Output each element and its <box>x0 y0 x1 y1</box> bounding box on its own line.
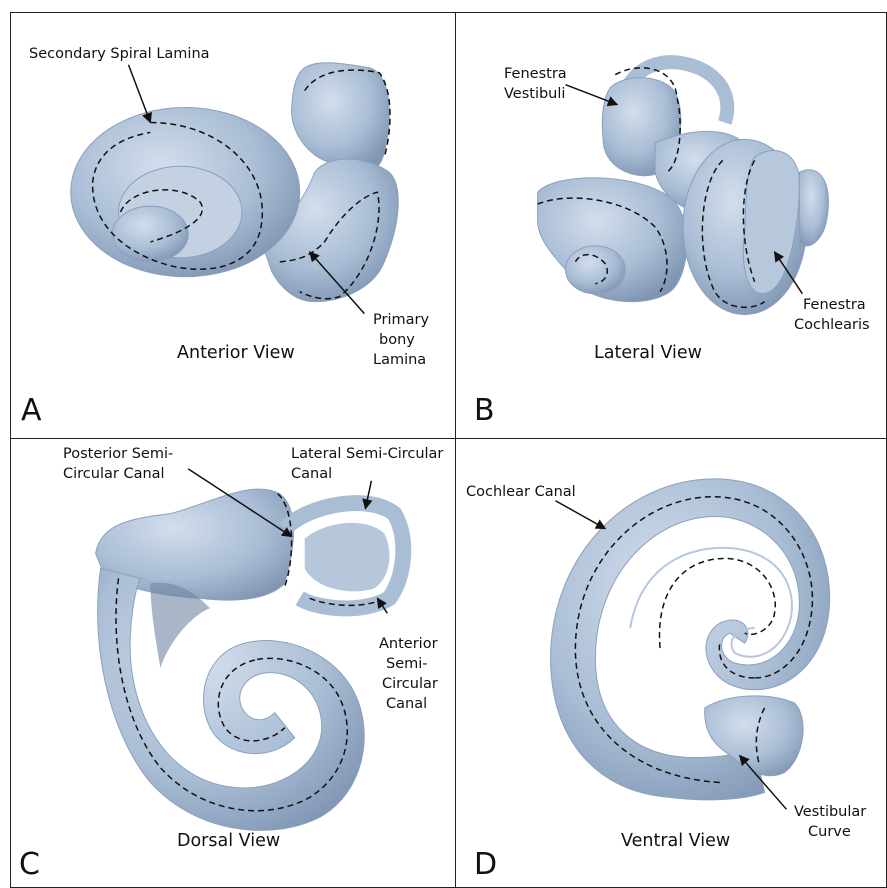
panel-a-anterior: Secondary Spiral Lamina Primary bony Lam… <box>10 12 457 440</box>
label-anterior-canal-1: Anterior <box>379 635 438 653</box>
label-anterior-canal-3: Circular <box>382 675 438 693</box>
anterior-view-illustration <box>11 13 456 439</box>
label-anterior-canal-4: Canal <box>386 695 427 713</box>
panel-c-dorsal: Posterior Semi- Circular Canal Lateral S… <box>10 438 457 888</box>
label-cochlear-canal: Cochlear Canal <box>466 483 576 501</box>
view-title-ventral: Ventral View <box>621 831 730 851</box>
label-secondary-spiral-lamina: Secondary Spiral Lamina <box>29 45 210 63</box>
label-lateral-canal-2: Canal <box>291 465 332 483</box>
panel-letter-c: C <box>19 847 40 882</box>
cochlea-apex-shape <box>565 246 625 294</box>
label-posterior-canal-1: Posterior Semi- <box>63 445 173 463</box>
label-fenestra-cochlearis-1: Fenestra <box>803 296 866 314</box>
view-title-anterior: Anterior View <box>177 343 295 363</box>
arrow-cochlear-canal <box>556 501 606 529</box>
view-title-lateral: Lateral View <box>594 343 702 363</box>
cochlea-apex <box>113 206 189 262</box>
label-fenestra-vestibuli-1: Fenestra <box>504 65 567 83</box>
label-fenestra-vestibuli-2: Vestibuli <box>504 85 565 103</box>
label-primary-bony-lamina-3: Lamina <box>373 351 426 369</box>
panel-letter-b: B <box>474 393 495 428</box>
label-vestibular-curve-1: Vestibular <box>794 803 866 821</box>
vestibule-shape <box>292 63 390 172</box>
label-primary-bony-lamina-2: bony <box>379 331 415 349</box>
panel-d-ventral: Cochlear Canal Vestibular Curve Ventral … <box>455 438 887 888</box>
label-primary-bony-lamina-1: Primary <box>373 311 429 329</box>
canal-interior-shape <box>305 523 390 591</box>
label-lateral-canal-1: Lateral Semi-Circular <box>291 445 443 463</box>
panel-letter-a: A <box>21 393 42 428</box>
panel-letter-d: D <box>474 847 497 882</box>
panel-b-lateral: Fenestra Vestibuli Fenestra Cochlearis L… <box>455 12 887 440</box>
label-posterior-canal-2: Circular Canal <box>63 465 165 483</box>
label-anterior-canal-2: Semi- <box>386 655 428 673</box>
view-title-dorsal: Dorsal View <box>177 831 280 851</box>
posterior-extension-shape <box>799 170 828 246</box>
label-vestibular-curve-2: Curve <box>808 823 851 841</box>
arrow-secondary-spiral-lamina <box>128 65 150 123</box>
label-fenestra-cochlearis-2: Cochlearis <box>794 316 870 334</box>
